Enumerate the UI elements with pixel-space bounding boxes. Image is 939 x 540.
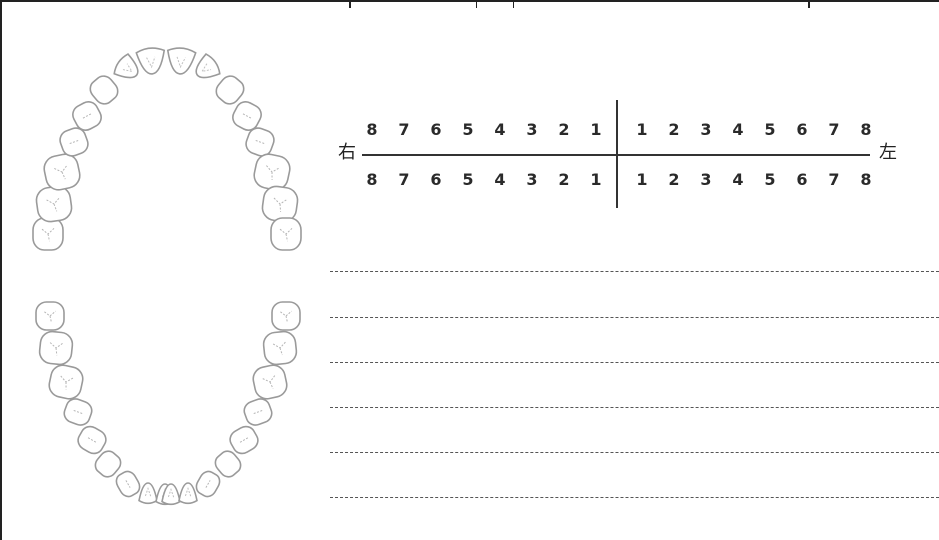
tooth-number: 2 [554, 170, 574, 189]
left-border [0, 0, 2, 540]
tooth-outline [179, 483, 197, 503]
note-line[interactable] [330, 407, 939, 408]
tooth-outline [193, 469, 222, 500]
tooth-number: 6 [792, 120, 812, 139]
tooth-number: 2 [554, 120, 574, 139]
tooth-number: 1 [586, 170, 606, 189]
lower-dental-arch-icon [22, 296, 312, 510]
tooth-number: 7 [824, 120, 844, 139]
tooth-number: 2 [664, 170, 684, 189]
tooth-number: 4 [728, 170, 748, 189]
tooth-number: 8 [856, 170, 876, 189]
tooth-number-chart: 右 左 8 7 6 5 4 3 2 1 1 2 3 4 5 6 7 8 8 7 … [330, 98, 910, 210]
tooth-number: 3 [696, 120, 716, 139]
tooth-number: 1 [586, 120, 606, 139]
tooth-number: 7 [824, 170, 844, 189]
tooth-outline [242, 396, 275, 427]
tooth-number: 4 [490, 120, 510, 139]
tooth-number: 6 [426, 170, 446, 189]
tooth-number: 5 [458, 120, 478, 139]
tooth-outline [42, 152, 82, 192]
tooth-number: 8 [856, 120, 876, 139]
note-line[interactable] [330, 317, 939, 318]
tooth-number: 3 [522, 170, 542, 189]
tooth-number: 8 [362, 170, 382, 189]
tooth-number: 8 [362, 120, 382, 139]
tooth-outline [252, 152, 292, 192]
tooth-number: 3 [696, 170, 716, 189]
tooth-number: 5 [760, 120, 780, 139]
tooth-outline [251, 363, 289, 401]
tooth-outline [190, 52, 222, 84]
tooth-number: 2 [664, 120, 684, 139]
tooth-outline [272, 302, 300, 330]
tooth-outline [139, 483, 157, 503]
top-divider-tick [808, 0, 810, 8]
tooth-outline [35, 185, 73, 223]
tooth-number: 7 [394, 170, 414, 189]
left-side-label: 左 [879, 144, 897, 162]
tooth-number: 6 [792, 170, 812, 189]
tooth-number: 5 [458, 170, 478, 189]
tooth-outline [36, 302, 64, 330]
note-line[interactable] [330, 497, 939, 498]
tooth-outline [166, 47, 196, 75]
note-line[interactable] [330, 271, 939, 272]
tooth-outline [38, 330, 73, 365]
tooth-outline [47, 363, 85, 401]
note-line[interactable] [330, 362, 939, 363]
tooth-number: 7 [394, 120, 414, 139]
tooth-number: 6 [426, 120, 446, 139]
lower-tooth-row: 8 7 6 5 4 3 2 1 1 2 3 4 5 6 7 8 [362, 170, 870, 192]
tooth-outline [136, 47, 166, 75]
note-line[interactable] [330, 452, 939, 453]
top-divider-tick [349, 0, 351, 8]
upper-tooth-row: 8 7 6 5 4 3 2 1 1 2 3 4 5 6 7 8 [362, 120, 870, 142]
tooth-outline [62, 396, 95, 427]
tooth-outline [262, 330, 297, 365]
tooth-number: 1 [632, 170, 652, 189]
tooth-number: 4 [728, 120, 748, 139]
upper-dental-arch-icon [22, 38, 312, 260]
tooth-number: 1 [632, 120, 652, 139]
tooth-number: 4 [490, 170, 510, 189]
top-cell-box [476, 0, 514, 8]
right-side-label: 右 [338, 144, 356, 162]
top-border [0, 0, 939, 2]
tooth-outline [113, 469, 142, 500]
tooth-number: 3 [522, 120, 542, 139]
tooth-number: 5 [760, 170, 780, 189]
tooth-outline [271, 218, 301, 250]
tooth-outline [33, 218, 63, 250]
